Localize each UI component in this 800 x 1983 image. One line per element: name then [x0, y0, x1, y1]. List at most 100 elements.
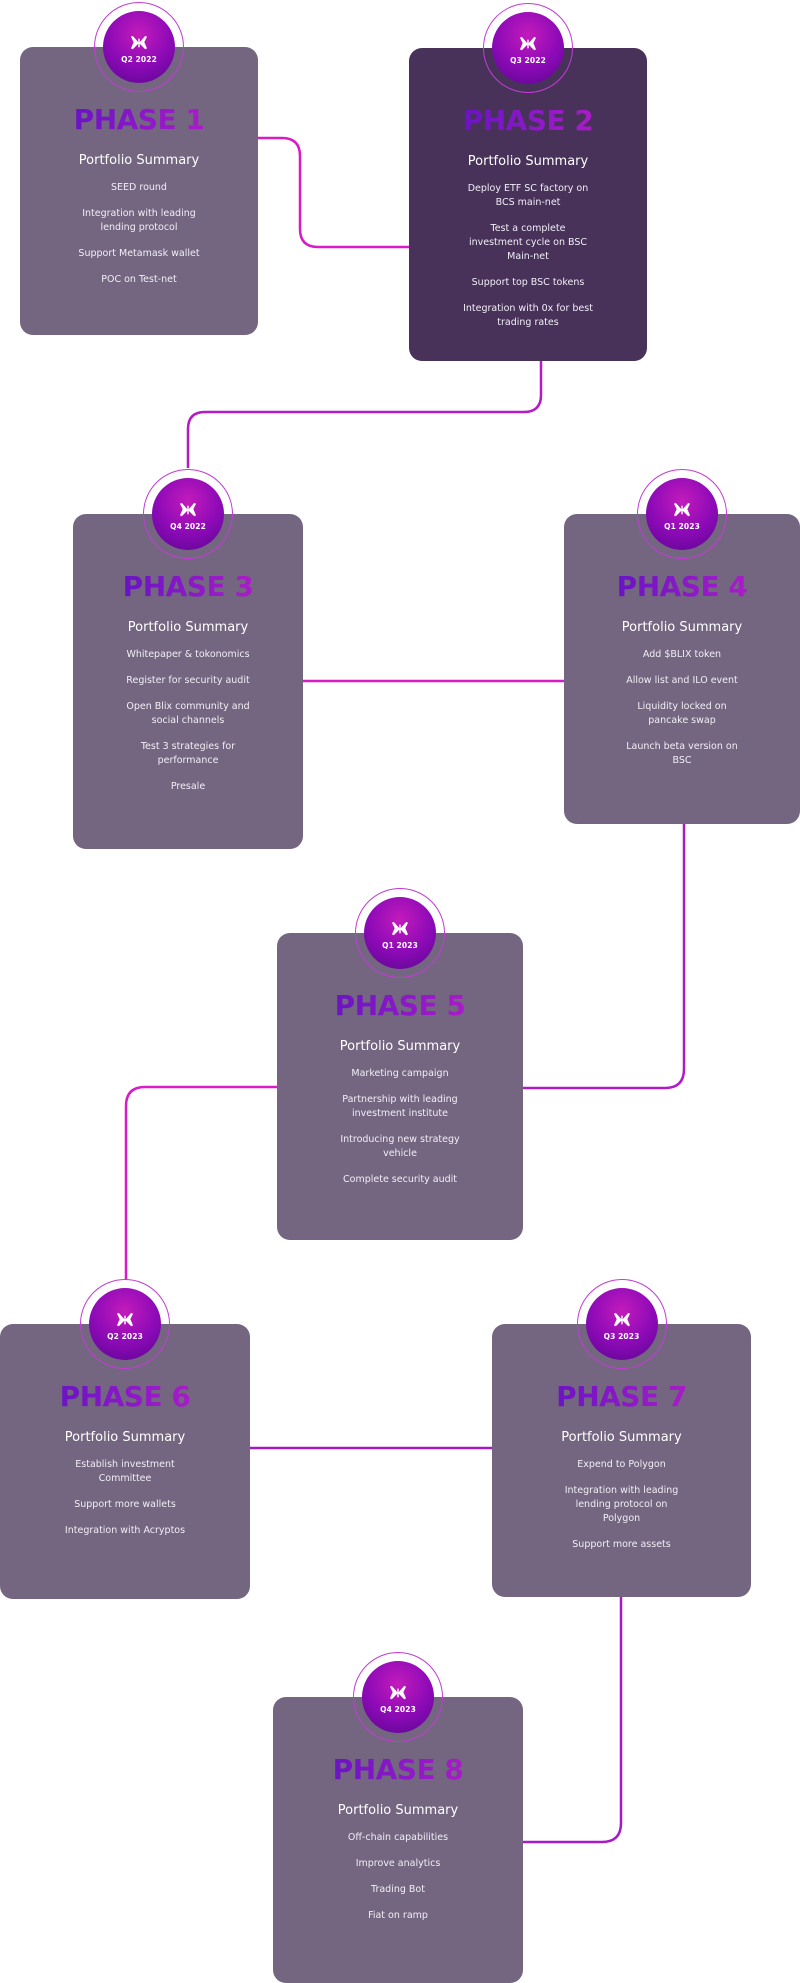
milestone-item: Off-chain capabilities [347, 1832, 449, 1843]
portfolio-summary-heading: Portfolio Summary [339, 1039, 461, 1054]
milestone-item: Support more assets [572, 1539, 671, 1550]
milestone-item: Integration with leading lending protoco… [564, 1485, 679, 1524]
milestone-item: Add $BLIX token [642, 649, 722, 660]
connector-phase4-phase5 [523, 824, 686, 1090]
blix-butterfly-logo-icon [390, 1685, 406, 1699]
milestone-item: Launch beta version on BSC [626, 741, 738, 766]
milestone-item: Trading Bot [371, 1884, 425, 1895]
blix-butterfly-logo-icon [674, 502, 690, 516]
portfolio-summary-heading: Portfolio Summary [337, 1803, 459, 1818]
milestone-item: Register for security audit [126, 675, 250, 686]
quarter-label: Q1 2023 [664, 521, 700, 531]
blix-butterfly-logo-icon [117, 1312, 133, 1326]
milestone-item: Improve analytics [355, 1858, 441, 1869]
quarter-label: Q2 2022 [121, 54, 157, 64]
phase-title: PHASE 2 [409, 104, 647, 137]
phase-title: PHASE 7 [492, 1380, 751, 1413]
phase-card-3: Q4 2022 PHASE 3 Portfolio Summary Whitep… [73, 469, 303, 849]
phase-title: PHASE 1 [20, 103, 258, 136]
quarter-badge: Q2 2023 [89, 1288, 161, 1360]
connector-phase2-phase3 [186, 361, 543, 468]
blix-butterfly-logo-icon [613, 1312, 630, 1326]
milestone-item: Open Blix community and social channels [126, 701, 250, 726]
quarter-label: Q3 2023 [603, 1331, 640, 1341]
milestone-item: Establish investment Committee [75, 1459, 175, 1484]
phase-card-4: Q1 2023 PHASE 4 Portfolio Summary Add $B… [564, 469, 800, 824]
blix-butterfly-logo-icon [180, 502, 196, 516]
milestone-item: Fiat on ramp [368, 1910, 428, 1921]
milestone-item: Partnership with leading investment inst… [342, 1094, 458, 1119]
milestone-item: Integration with Acryptos [64, 1525, 186, 1536]
quarter-badge-ring: Q3 2023 [576, 1279, 667, 1369]
portfolio-summary-heading: Portfolio Summary [127, 620, 249, 635]
phase-card-2: Q3 2022 PHASE 2 Portfolio Summary Deploy… [409, 3, 647, 361]
quarter-badge: Q1 2023 [646, 478, 718, 550]
milestone-item: POC on Test-net [101, 274, 177, 285]
milestone-item: Support Metamask wallet [78, 248, 200, 259]
blix-butterfly-logo-icon [392, 921, 408, 935]
blix-butterfly-logo-icon [131, 35, 147, 49]
quarter-label: Q4 2023 [380, 1704, 416, 1714]
quarter-badge: Q4 2023 [362, 1661, 434, 1733]
milestone-item: Introducing new strategy vehicle [340, 1134, 460, 1159]
milestone-item: Integration with 0x for best trading rat… [463, 303, 593, 328]
connector-phase1-phase2 [258, 136, 409, 249]
phase-card-8: Q4 2023 PHASE 8 Portfolio Summary Off-ch… [273, 1652, 523, 1983]
milestone-item: Complete security audit [343, 1174, 457, 1185]
quarter-badge: Q2 2022 [103, 11, 175, 83]
quarter-badge-ring: Q2 2023 [80, 1279, 170, 1369]
phase-title: PHASE 8 [273, 1753, 523, 1786]
connector-phase5-phase6 [124, 1085, 277, 1280]
phase-card-1: Q2 2022 PHASE 1 Portfolio Summary SEED r… [20, 2, 258, 335]
quarter-label: Q2 2023 [107, 1331, 143, 1341]
quarter-badge-ring: Q1 2023 [637, 469, 727, 559]
quarter-badge-ring: Q2 2022 [94, 2, 184, 92]
quarter-badge-ring: Q1 2023 [355, 888, 445, 978]
milestone-item: Presale [170, 781, 206, 792]
quarter-label: Q1 2023 [382, 940, 418, 950]
milestone-item: Test a complete investment cycle on BSC … [468, 223, 588, 262]
quarter-badge: Q4 2022 [152, 478, 224, 550]
quarter-badge: Q3 2022 [492, 12, 564, 84]
quarter-badge: Q3 2023 [585, 1288, 658, 1360]
milestone-item: Whitepaper & tokonomics [126, 649, 250, 660]
quarter-badge-ring: Q3 2022 [483, 3, 573, 93]
phase-card-7: Q3 2023 PHASE 7 Portfolio Summary Expend… [492, 1279, 751, 1597]
quarter-badge: Q1 2023 [364, 897, 436, 969]
quarter-label: Q3 2022 [510, 55, 546, 65]
phase-title: PHASE 3 [73, 570, 303, 603]
quarter-badge-ring: Q4 2023 [353, 1652, 443, 1742]
milestone-item: Marketing campaign [351, 1068, 449, 1079]
milestone-item: Expend to Polygon [577, 1459, 666, 1470]
phase-title: PHASE 6 [0, 1380, 250, 1413]
milestone-item: SEED round [111, 182, 167, 193]
phase-card-6: Q2 2023 PHASE 6 Portfolio Summary Establ… [0, 1279, 250, 1599]
quarter-label: Q4 2022 [170, 521, 206, 531]
portfolio-summary-heading: Portfolio Summary [64, 1430, 186, 1445]
phase-title: PHASE 5 [277, 989, 523, 1022]
portfolio-summary-heading: Portfolio Summary [561, 1430, 682, 1445]
blix-butterfly-logo-icon [520, 36, 536, 50]
milestone-item: Deploy ETF SC factory on BCS main-net [467, 183, 589, 208]
quarter-badge-ring: Q4 2022 [143, 469, 233, 559]
phase-title: PHASE 4 [564, 570, 800, 603]
portfolio-summary-heading: Portfolio Summary [78, 153, 200, 168]
connector-phase7-phase8 [523, 1597, 623, 1844]
milestone-item: Liquidity locked on pancake swap [637, 701, 727, 726]
portfolio-summary-heading: Portfolio Summary [621, 620, 743, 635]
milestone-item: Test 3 strategies for performance [140, 741, 236, 766]
milestone-item: Support top BSC tokens [471, 277, 585, 288]
milestone-item: Integration with leading lending protoco… [82, 208, 196, 233]
milestone-item: Allow list and ILO event [626, 675, 738, 686]
milestone-item: Support more wallets [74, 1499, 176, 1510]
portfolio-summary-heading: Portfolio Summary [467, 154, 589, 169]
